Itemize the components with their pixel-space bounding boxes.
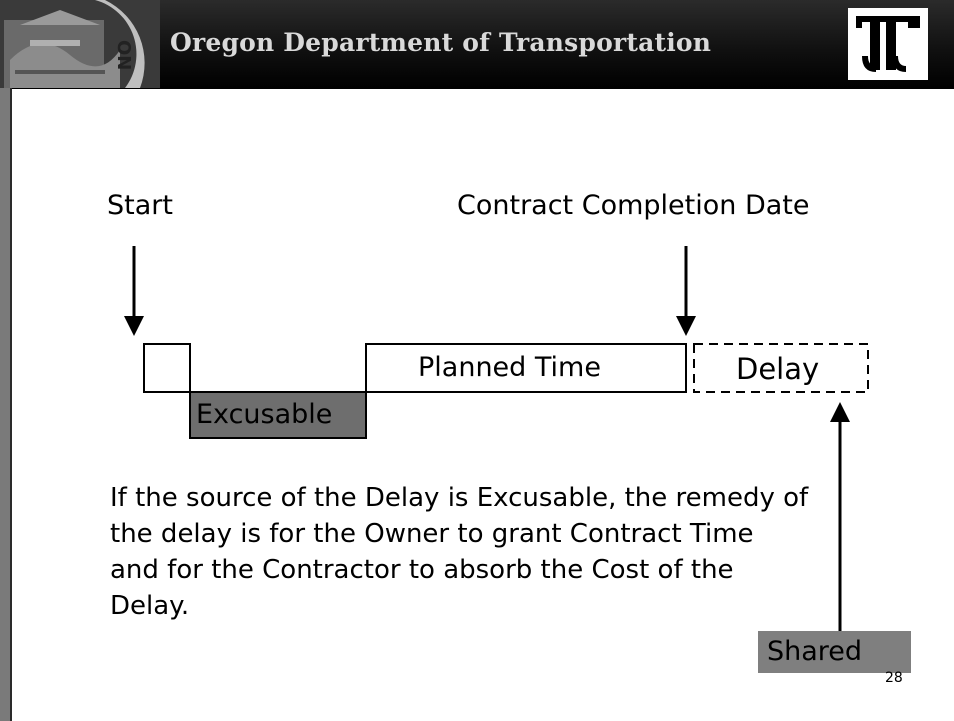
shared-label: Shared bbox=[758, 631, 911, 673]
start-segment-box bbox=[143, 343, 191, 393]
left-accent-bar bbox=[0, 88, 12, 721]
delay-label: Delay bbox=[736, 352, 820, 386]
svg-text:ON: ON bbox=[113, 40, 134, 70]
header-bar: ON Oregon Department of Transportation bbox=[0, 0, 954, 89]
excusable-label: Excusable bbox=[196, 399, 333, 430]
excusable-box bbox=[189, 391, 367, 439]
odot-logo-icon bbox=[848, 8, 928, 80]
explanation-paragraph: If the source of the Delay is Excusable,… bbox=[110, 483, 809, 621]
planned-time-label: Planned Time bbox=[418, 352, 601, 383]
start-label: Start bbox=[107, 190, 173, 221]
delay-box bbox=[693, 343, 869, 393]
oregon-seal-icon: ON bbox=[0, 0, 160, 88]
start-arrow bbox=[124, 246, 144, 336]
header-title: Oregon Department of Transportation bbox=[170, 28, 712, 57]
page-number: 28 bbox=[885, 670, 903, 686]
shared-arrow bbox=[830, 402, 850, 632]
completion-arrow bbox=[676, 246, 696, 336]
completion-date-label: Contract Completion Date bbox=[457, 190, 810, 221]
planned-time-box bbox=[365, 343, 687, 393]
